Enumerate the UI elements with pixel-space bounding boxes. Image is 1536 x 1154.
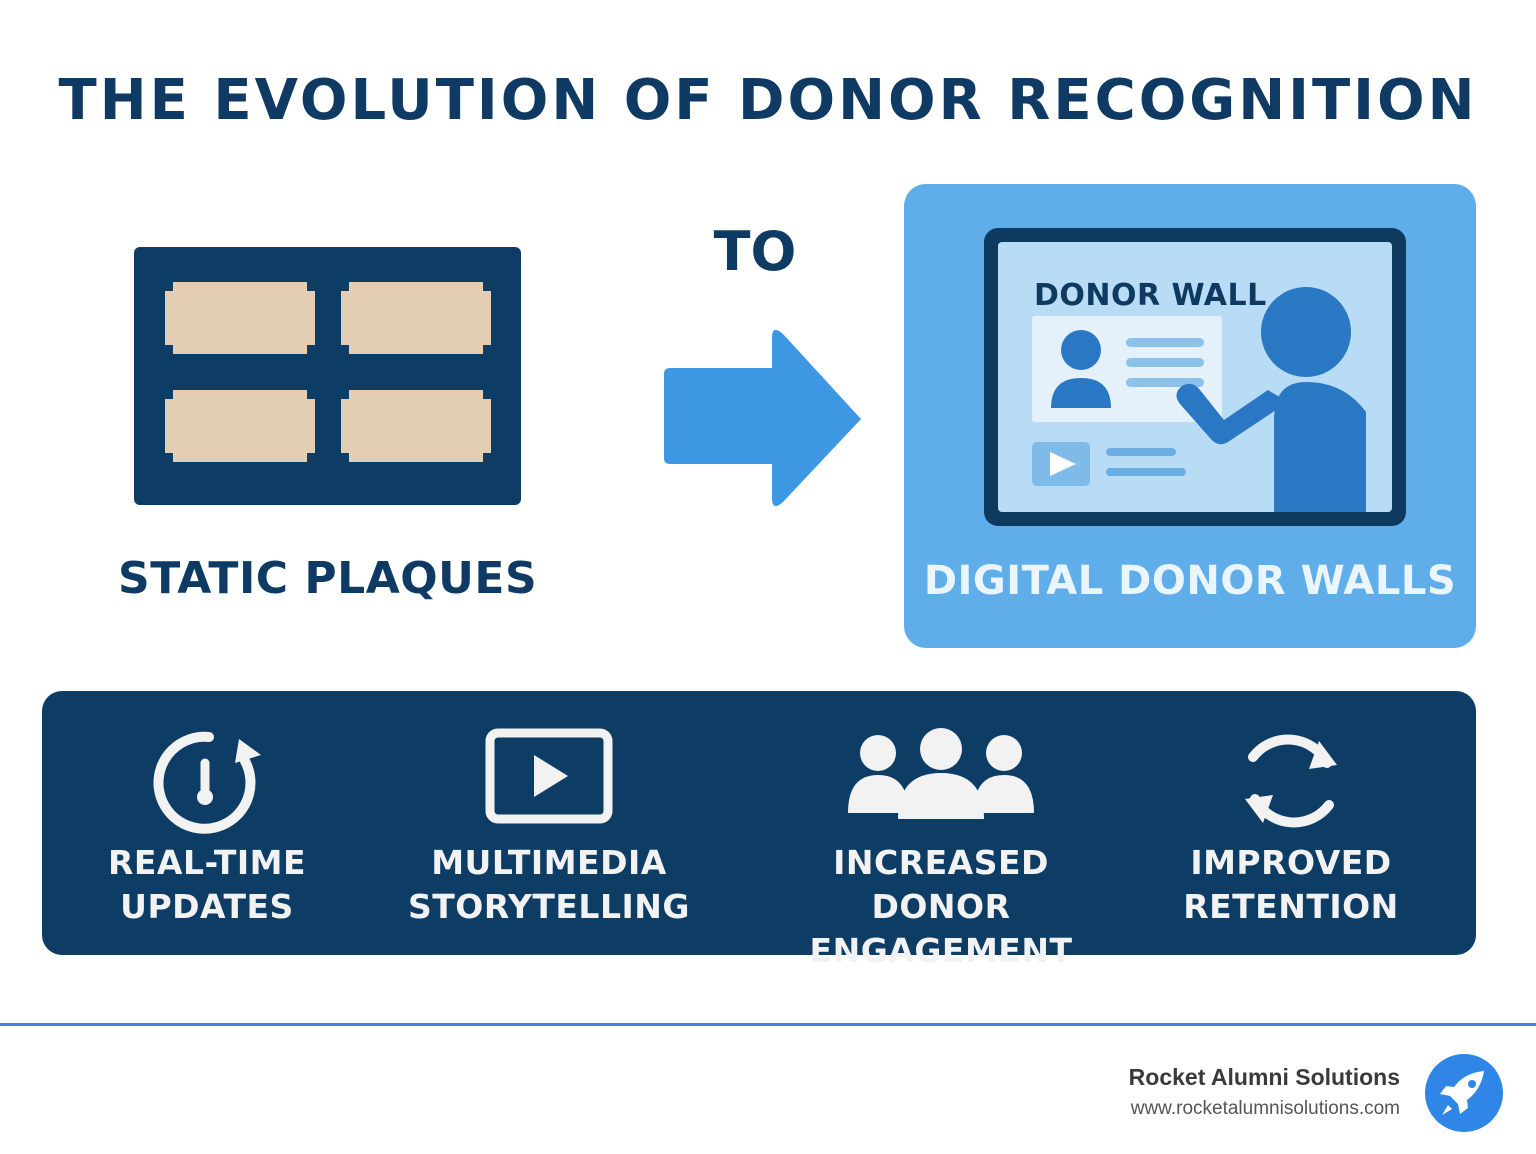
- plaque: [165, 282, 315, 354]
- feature-label-line2: ENGAGEMENT: [809, 931, 1073, 970]
- brand-url: www.rocketalumnisolutions.com: [1130, 1098, 1400, 1119]
- feature-improved-retention: IMPROVED RETENTION: [1176, 691, 1406, 955]
- feature-real-time-updates: REAL-TIME UPDATES: [86, 691, 328, 955]
- video-play-icon: [1032, 442, 1186, 486]
- video-play-icon: [485, 728, 613, 824]
- donor-wall-display: DONOR WALL: [998, 242, 1392, 512]
- feature-multimedia-storytelling: MULTIMEDIA STORYTELLING: [404, 691, 694, 955]
- digital-donor-walls-panel: DONOR WALL DIGITAL DONOR WALLS: [904, 184, 1476, 648]
- group-people-icon: [848, 728, 1034, 819]
- feature-increased-donor-engagement: INCREASED DONOR ENGAGEMENT: [768, 691, 1114, 970]
- plaque-board-icon: [134, 247, 521, 505]
- rocket-icon: [1425, 1054, 1503, 1132]
- feature-label-line1: INCREASED DONOR: [833, 843, 1049, 926]
- to-label: TO: [713, 220, 797, 283]
- profile-card-icon: [1032, 316, 1222, 422]
- clock-refresh-icon: [153, 731, 261, 834]
- feature-label-line2: RETENTION: [1183, 887, 1399, 926]
- donor-wall-screen: DONOR WALL: [984, 228, 1406, 526]
- digital-donor-walls-label: DIGITAL DONOR WALLS: [923, 558, 1457, 604]
- brand-name: Rocket Alumni Solutions: [1128, 1064, 1400, 1090]
- feature-label-line2: STORYTELLING: [408, 887, 690, 926]
- footer-divider: [0, 1023, 1536, 1026]
- plaque: [341, 282, 491, 354]
- donor-wall-title: DONOR WALL: [1034, 278, 1267, 313]
- feature-label-line1: IMPROVED: [1190, 843, 1392, 882]
- arrow-right-icon: [664, 329, 861, 507]
- presenter-person-icon: [1176, 287, 1366, 512]
- feature-label-line1: REAL-TIME: [107, 843, 307, 882]
- feature-label-line1: MULTIMEDIA: [431, 843, 667, 882]
- static-plaques-label: STATIC PLAQUES: [118, 553, 538, 604]
- plaque: [165, 390, 315, 462]
- feature-label-line2: UPDATES: [120, 887, 294, 926]
- features-bar: REAL-TIME UPDATES MULTIMEDIA STORYTELLIN…: [42, 691, 1476, 970]
- page-title: THE EVOLUTION OF DONOR RECOGNITION: [58, 68, 1478, 133]
- plaque: [341, 390, 491, 462]
- refresh-cycle-icon: [1245, 734, 1337, 828]
